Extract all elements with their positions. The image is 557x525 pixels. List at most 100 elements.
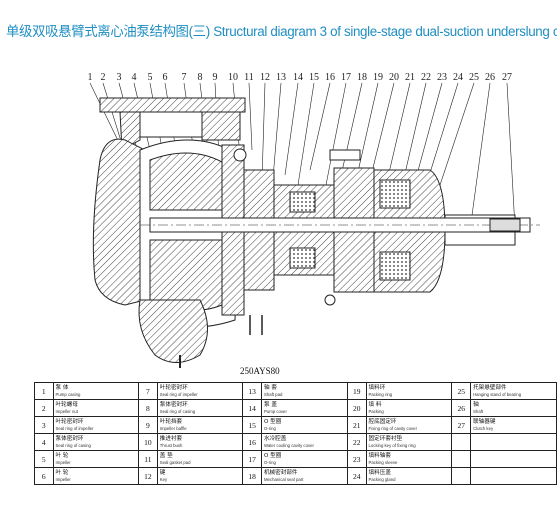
part-name-english: Packing ring	[368, 391, 393, 397]
part-name-chinese: 填 料	[368, 402, 382, 408]
part-name-english: Seal ring of casing	[159, 408, 196, 414]
part-number: 15	[242, 416, 262, 434]
part-name-english: Mechanical seal part	[263, 476, 304, 482]
part-number	[451, 433, 472, 451]
part-name-english: Impeller baffle	[159, 425, 187, 431]
part-name-chinese: O 型圈	[263, 419, 282, 425]
part-name-chinese: 推进衬套	[159, 436, 183, 442]
callout-11: 11	[244, 72, 254, 83]
callout-26: 26	[485, 72, 495, 83]
part-description	[470, 467, 557, 485]
part-name-english: Locking key of fixing ring	[368, 442, 416, 448]
lower-volute	[138, 299, 208, 363]
model-label: 250AYS80	[240, 366, 280, 376]
part-number	[451, 467, 472, 485]
cooling-pipe	[329, 149, 361, 161]
part-number: 19	[346, 382, 367, 400]
part-name-english: Impeller	[55, 476, 71, 482]
callout-4: 4	[132, 72, 137, 83]
part-name-english: Seal ring of casing	[55, 442, 91, 448]
part-name-english: Pump casing	[55, 391, 81, 397]
callout-1: 1	[88, 72, 93, 83]
part-number: 6	[34, 467, 54, 485]
clutch-key	[489, 218, 521, 232]
part-name-english: Impeller nut	[55, 408, 78, 414]
part-name-english: Thrust bush	[159, 442, 183, 448]
part-name-chinese: 固定环套衬垫	[368, 436, 403, 442]
part-name-english: Shaft pad	[263, 391, 283, 397]
casing-wall-right	[201, 111, 241, 141]
part-name-chinese: 托架悬壁部件	[473, 385, 507, 391]
packing-lower	[289, 247, 316, 269]
part-description	[470, 433, 557, 451]
part-name-chinese: 机械密封部件	[263, 470, 298, 476]
part-number: 25	[451, 382, 472, 400]
part-name-english: Clutch key	[473, 425, 494, 431]
part-name-chinese: 填料环	[368, 385, 386, 391]
callout-24: 24	[453, 72, 463, 83]
part-name-chinese: 联轴器键	[473, 419, 496, 425]
part-name-chinese: 腔底固定环	[368, 419, 397, 425]
callout-12: 12	[260, 72, 270, 83]
part-number: 2	[34, 399, 54, 417]
part-number: 10	[138, 433, 158, 451]
part-name-chinese: 盖 垫	[159, 453, 173, 459]
callout-23: 23	[437, 72, 447, 83]
callout-27: 27	[502, 72, 512, 83]
callout-19: 19	[373, 72, 383, 83]
part-number: 9	[138, 416, 158, 434]
callout-22: 22	[421, 72, 431, 83]
part-name-chinese: 叶轮螺母	[55, 402, 78, 408]
part-name-chinese: 泵 体	[55, 385, 69, 391]
part-number: 27	[451, 416, 472, 434]
part-name-english: O-ring	[263, 459, 276, 465]
part-number: 13	[242, 382, 262, 400]
part-number: 8	[138, 399, 158, 417]
part-number: 16	[242, 433, 262, 451]
part-name-english: Pump cover	[263, 408, 287, 414]
part-name-chinese: 键	[159, 470, 166, 476]
part-name-chinese: 轴 套	[263, 385, 277, 391]
part-number: 5	[34, 450, 54, 468]
part-number: 4	[34, 433, 54, 451]
impeller-upper	[149, 152, 227, 211]
part-name-chinese: 叶轮密封环	[159, 385, 188, 391]
callout-10: 10	[228, 72, 238, 83]
part-name-chinese: 泵体密封环	[55, 436, 84, 442]
part-number: 11	[138, 450, 158, 468]
callout-7: 7	[182, 72, 187, 83]
part-number: 17	[242, 450, 262, 468]
callout-2: 2	[101, 72, 106, 83]
part-number: 23	[346, 450, 367, 468]
part-number: 18	[242, 467, 262, 485]
callout-18: 18	[357, 72, 367, 83]
part-number: 22	[346, 433, 367, 451]
callout-8: 8	[198, 72, 203, 83]
diagram-title: 单级双吸悬臂式离心油泵结构图(三) Structural diagram 3 o…	[6, 24, 557, 39]
part-name-english: Packing	[368, 408, 384, 414]
part-name-english: Packing gland	[368, 476, 396, 482]
